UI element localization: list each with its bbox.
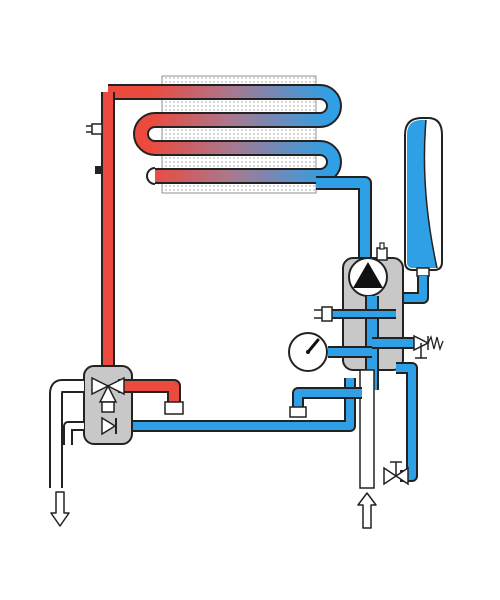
limit-sensor: [95, 166, 103, 174]
heating-flow-socket: [164, 401, 184, 415]
expansion-vessel: [404, 117, 443, 277]
three-way-valve: [91, 376, 125, 413]
vessel-pipe: [403, 276, 429, 304]
heating-flow-pipe: [118, 379, 181, 404]
heat-exchanger-coil: [108, 86, 340, 182]
pump-triangle-icon: [353, 262, 383, 288]
check-valve: [101, 416, 117, 436]
hot-water-outlet-pipe: [49, 379, 84, 488]
cold-return-pipe: [316, 176, 372, 262]
inlet-arrow: [357, 492, 377, 529]
cold-water-inlet-pipe: [359, 369, 375, 489]
circulation-pump: [348, 257, 388, 297]
heat-exchanger: [108, 75, 342, 194]
arrow-down-icon: [50, 491, 70, 527]
return-socket: [289, 406, 307, 418]
expansion-vessel-connector: [416, 267, 430, 277]
temperature-sensor: [314, 306, 333, 322]
safety-valve: [413, 334, 444, 359]
gauge-needle-icon: [306, 338, 320, 354]
pressure-gauge: [288, 332, 328, 372]
fill-valve: [383, 461, 409, 486]
outlet-arrow: [50, 491, 70, 527]
bypass-pipe: [292, 387, 362, 412]
fill-line: [396, 362, 418, 482]
arrow-up-icon: [357, 492, 377, 529]
safety-valve-spring-icon: [427, 335, 444, 352]
hot-supply-pipe: [101, 92, 115, 378]
coil-end-cap: [146, 167, 156, 185]
air-vent: [376, 242, 388, 261]
temperature-sensor-upper: [86, 123, 103, 135]
